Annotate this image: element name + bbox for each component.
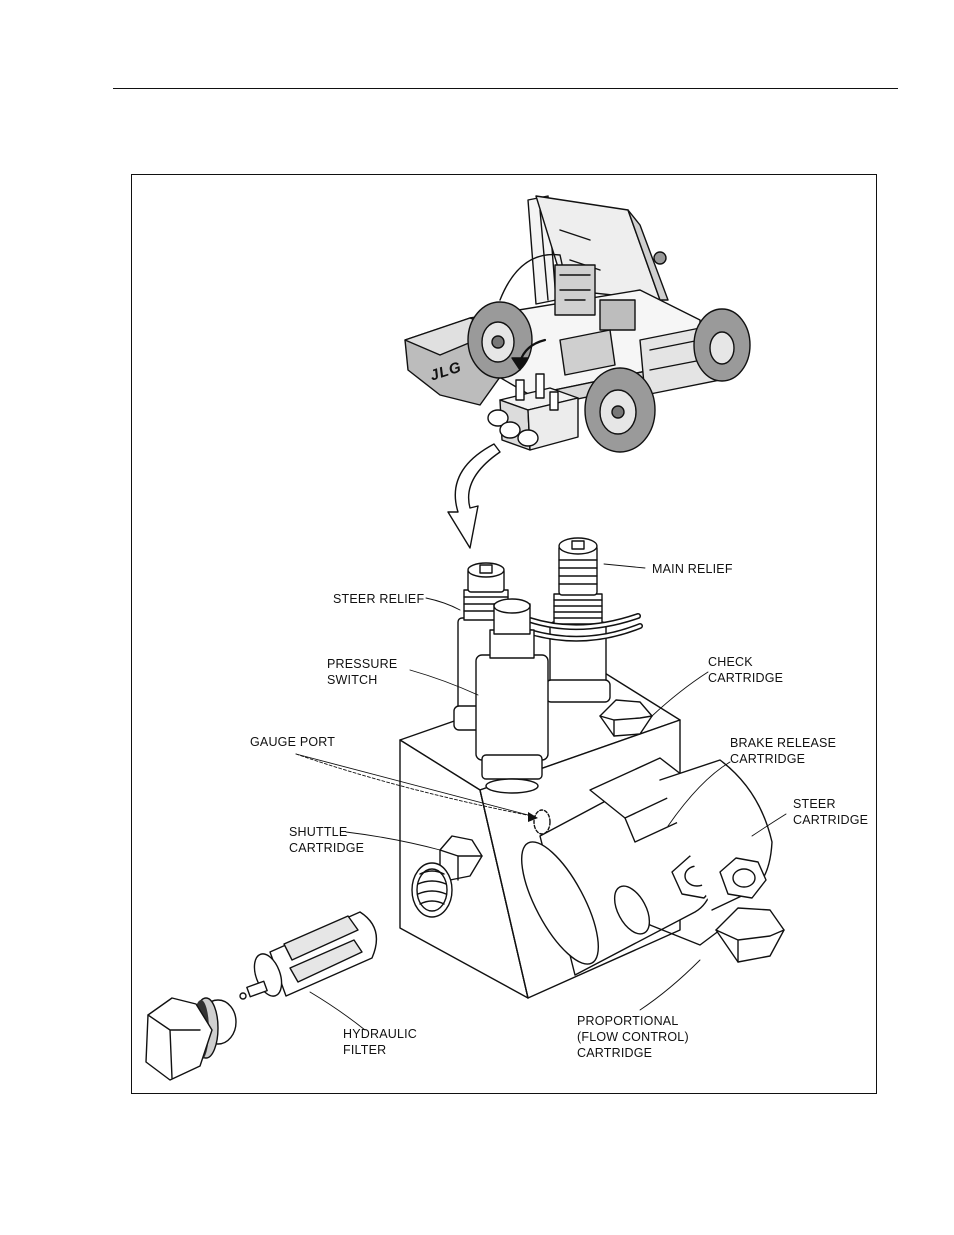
label-proportional-cartridge: PROPORTIONAL (FLOW CONTROL) CARTRIDGE bbox=[577, 1014, 689, 1060]
header-rule bbox=[113, 88, 898, 89]
hydraulic-filter bbox=[239, 911, 378, 1000]
proportional-cartridge bbox=[613, 885, 785, 963]
gauge-port bbox=[533, 809, 551, 835]
steer-cartridge bbox=[659, 759, 773, 911]
main-relief-valve bbox=[545, 537, 611, 703]
shuttle-cartridge bbox=[439, 835, 483, 881]
wheel-front-right bbox=[584, 367, 656, 453]
filter-plug bbox=[145, 997, 237, 1081]
figure-frame bbox=[131, 174, 877, 1094]
label-shuttle-cartridge: SHUTTLE CARTRIDGE bbox=[289, 825, 365, 855]
label-brake-release-cartridge: BRAKE RELEASE CARTRIDGE bbox=[730, 736, 837, 766]
label-gauge-port: GAUGE PORT bbox=[250, 735, 336, 749]
label-steer-relief: STEER RELIEF bbox=[333, 592, 425, 606]
filter-port bbox=[411, 862, 453, 918]
machine-illustration bbox=[404, 195, 751, 453]
label-main-relief: MAIN RELIEF bbox=[652, 562, 733, 576]
label-check-cartridge: CHECK CARTRIDGE bbox=[708, 655, 784, 685]
pressure-switch bbox=[475, 598, 549, 794]
small-manifold bbox=[487, 373, 579, 451]
callout-arrow bbox=[447, 443, 501, 549]
wheel-rear-right bbox=[693, 308, 751, 382]
leader-lines bbox=[295, 563, 787, 1031]
label-hydraulic-filter: HYDRAULIC FILTER bbox=[343, 1027, 418, 1057]
label-pressure-switch: PRESSURE SWITCH bbox=[327, 657, 398, 687]
label-steer-cartridge: STEER CARTRIDGE bbox=[793, 797, 869, 827]
